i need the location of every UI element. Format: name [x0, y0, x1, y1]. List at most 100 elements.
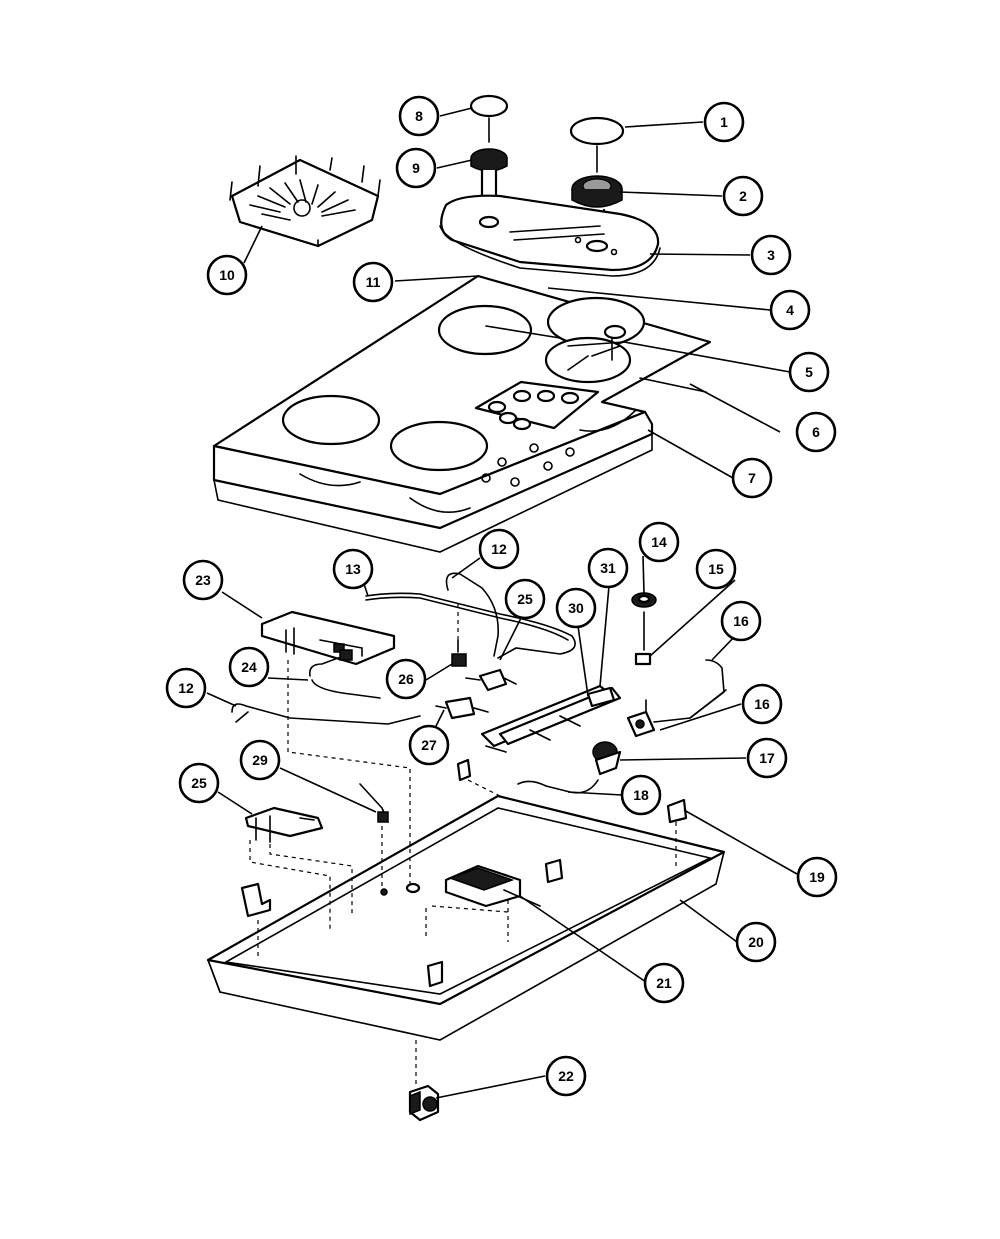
clip-15	[634, 652, 652, 666]
valve-26	[451, 639, 467, 667]
callout-label-27: 27	[421, 737, 437, 753]
callout-label-22: 22	[558, 1068, 574, 1084]
callout-15: 15	[695, 548, 737, 590]
callout-label-23: 23	[195, 572, 211, 588]
callout-label-5: 5	[805, 364, 813, 380]
callout-label-7: 7	[748, 470, 756, 486]
callout-label-8: 8	[415, 108, 423, 124]
clip-19	[666, 798, 688, 824]
dash-line-4	[425, 900, 509, 942]
callout-30: 30	[555, 587, 597, 629]
callout-22: 22	[545, 1055, 587, 1097]
callout-label-30: 30	[568, 600, 584, 616]
callout-14: 14	[638, 521, 680, 563]
callout-5: 5	[788, 351, 830, 393]
callout-17: 17	[746, 737, 788, 779]
clip-tray-front	[426, 960, 444, 988]
clip-tray-left	[240, 882, 272, 918]
bracket-25-lower	[244, 806, 324, 843]
callout-26: 26	[385, 658, 427, 700]
callout-25-top: 25	[504, 578, 546, 620]
callout-label-16-top: 16	[733, 613, 749, 629]
callout-label-4: 4	[786, 302, 794, 318]
callout-6: 6	[795, 411, 837, 453]
lower-panel-part	[212, 409, 654, 553]
clip-left-top	[456, 758, 472, 782]
callout-label-14: 14	[651, 534, 667, 550]
callout-label-18: 18	[633, 787, 649, 803]
dash-line-1	[287, 660, 411, 886]
callout-label-9: 9	[412, 160, 420, 176]
callout-31: 31	[587, 547, 629, 589]
clip-tray-right	[544, 858, 564, 884]
gas-tube-13	[365, 592, 576, 659]
switch-22-part	[408, 1084, 440, 1122]
callout-16-top: 16	[720, 600, 762, 642]
strip-part	[639, 377, 707, 393]
grill-grate-part	[229, 155, 381, 248]
callout-label-26: 26	[398, 671, 414, 687]
callout-label-12-right: 12	[491, 541, 507, 557]
dash-line-2	[249, 840, 331, 930]
callout-8: 8	[398, 95, 440, 137]
callout-16-bottom: 16	[741, 683, 783, 725]
callout-label-3: 3	[767, 247, 775, 263]
callout-label-15: 15	[708, 561, 724, 577]
callout-1: 1	[703, 101, 745, 143]
small-burner-part	[470, 148, 508, 200]
dash-line-3	[269, 844, 353, 916]
callout-label-21: 21	[656, 975, 672, 991]
burner-base-plate-part	[439, 194, 661, 277]
callout-7: 7	[731, 457, 773, 499]
callout-12-left: 12	[165, 667, 207, 709]
valve-25	[465, 668, 517, 692]
callout-27: 27	[408, 724, 450, 766]
small-burner-cap-part	[469, 94, 509, 118]
dash-line-7	[467, 779, 501, 797]
bracket-23	[260, 610, 396, 666]
callout-label-16-bottom: 16	[754, 696, 770, 712]
callout-11: 11	[352, 261, 394, 303]
callout-2: 2	[722, 175, 764, 217]
callout-3: 3	[750, 234, 792, 276]
callout-label-31: 31	[600, 560, 616, 576]
large-burner-cap-part	[569, 116, 625, 146]
gas-tube-12-upper	[445, 572, 499, 657]
bracket-31	[586, 686, 616, 708]
callout-label-1: 1	[720, 114, 728, 130]
callout-10: 10	[206, 254, 248, 296]
callout-25-bottom: 25	[178, 762, 220, 804]
callout-24: 24	[228, 646, 270, 688]
gas-tube-12-lower	[231, 703, 421, 725]
callout-29: 29	[239, 739, 281, 781]
callout-21: 21	[643, 962, 685, 1004]
valve-17	[592, 741, 622, 776]
callout-label-24: 24	[241, 659, 257, 675]
spark-electrode-24	[308, 649, 381, 699]
callout-label-2: 2	[739, 188, 747, 204]
callout-label-11: 11	[366, 274, 381, 290]
callout-label-17: 17	[759, 750, 775, 766]
valve-27	[435, 696, 489, 720]
callout-label-29: 29	[252, 752, 268, 768]
tube-18	[517, 779, 599, 794]
leader-lines	[206, 107, 798, 1099]
ring-14	[631, 592, 657, 651]
bracket-29	[359, 783, 389, 823]
callout-label-12-left: 12	[178, 680, 194, 696]
callout-18: 18	[620, 774, 662, 816]
callout-9: 9	[395, 147, 437, 189]
callout-19: 19	[796, 856, 838, 898]
callout-label-25-bottom: 25	[191, 775, 207, 791]
callout-label-13: 13	[345, 561, 361, 577]
callout-20: 20	[735, 921, 777, 963]
module-21	[444, 864, 541, 908]
callout-13: 13	[332, 548, 374, 590]
callout-label-10: 10	[219, 267, 235, 283]
callout-label-6: 6	[812, 424, 820, 440]
callout-12-right: 12	[478, 528, 520, 570]
callout-label-25-top: 25	[517, 591, 533, 607]
callout-label-19: 19	[809, 869, 825, 885]
callout-label-20: 20	[748, 934, 764, 950]
